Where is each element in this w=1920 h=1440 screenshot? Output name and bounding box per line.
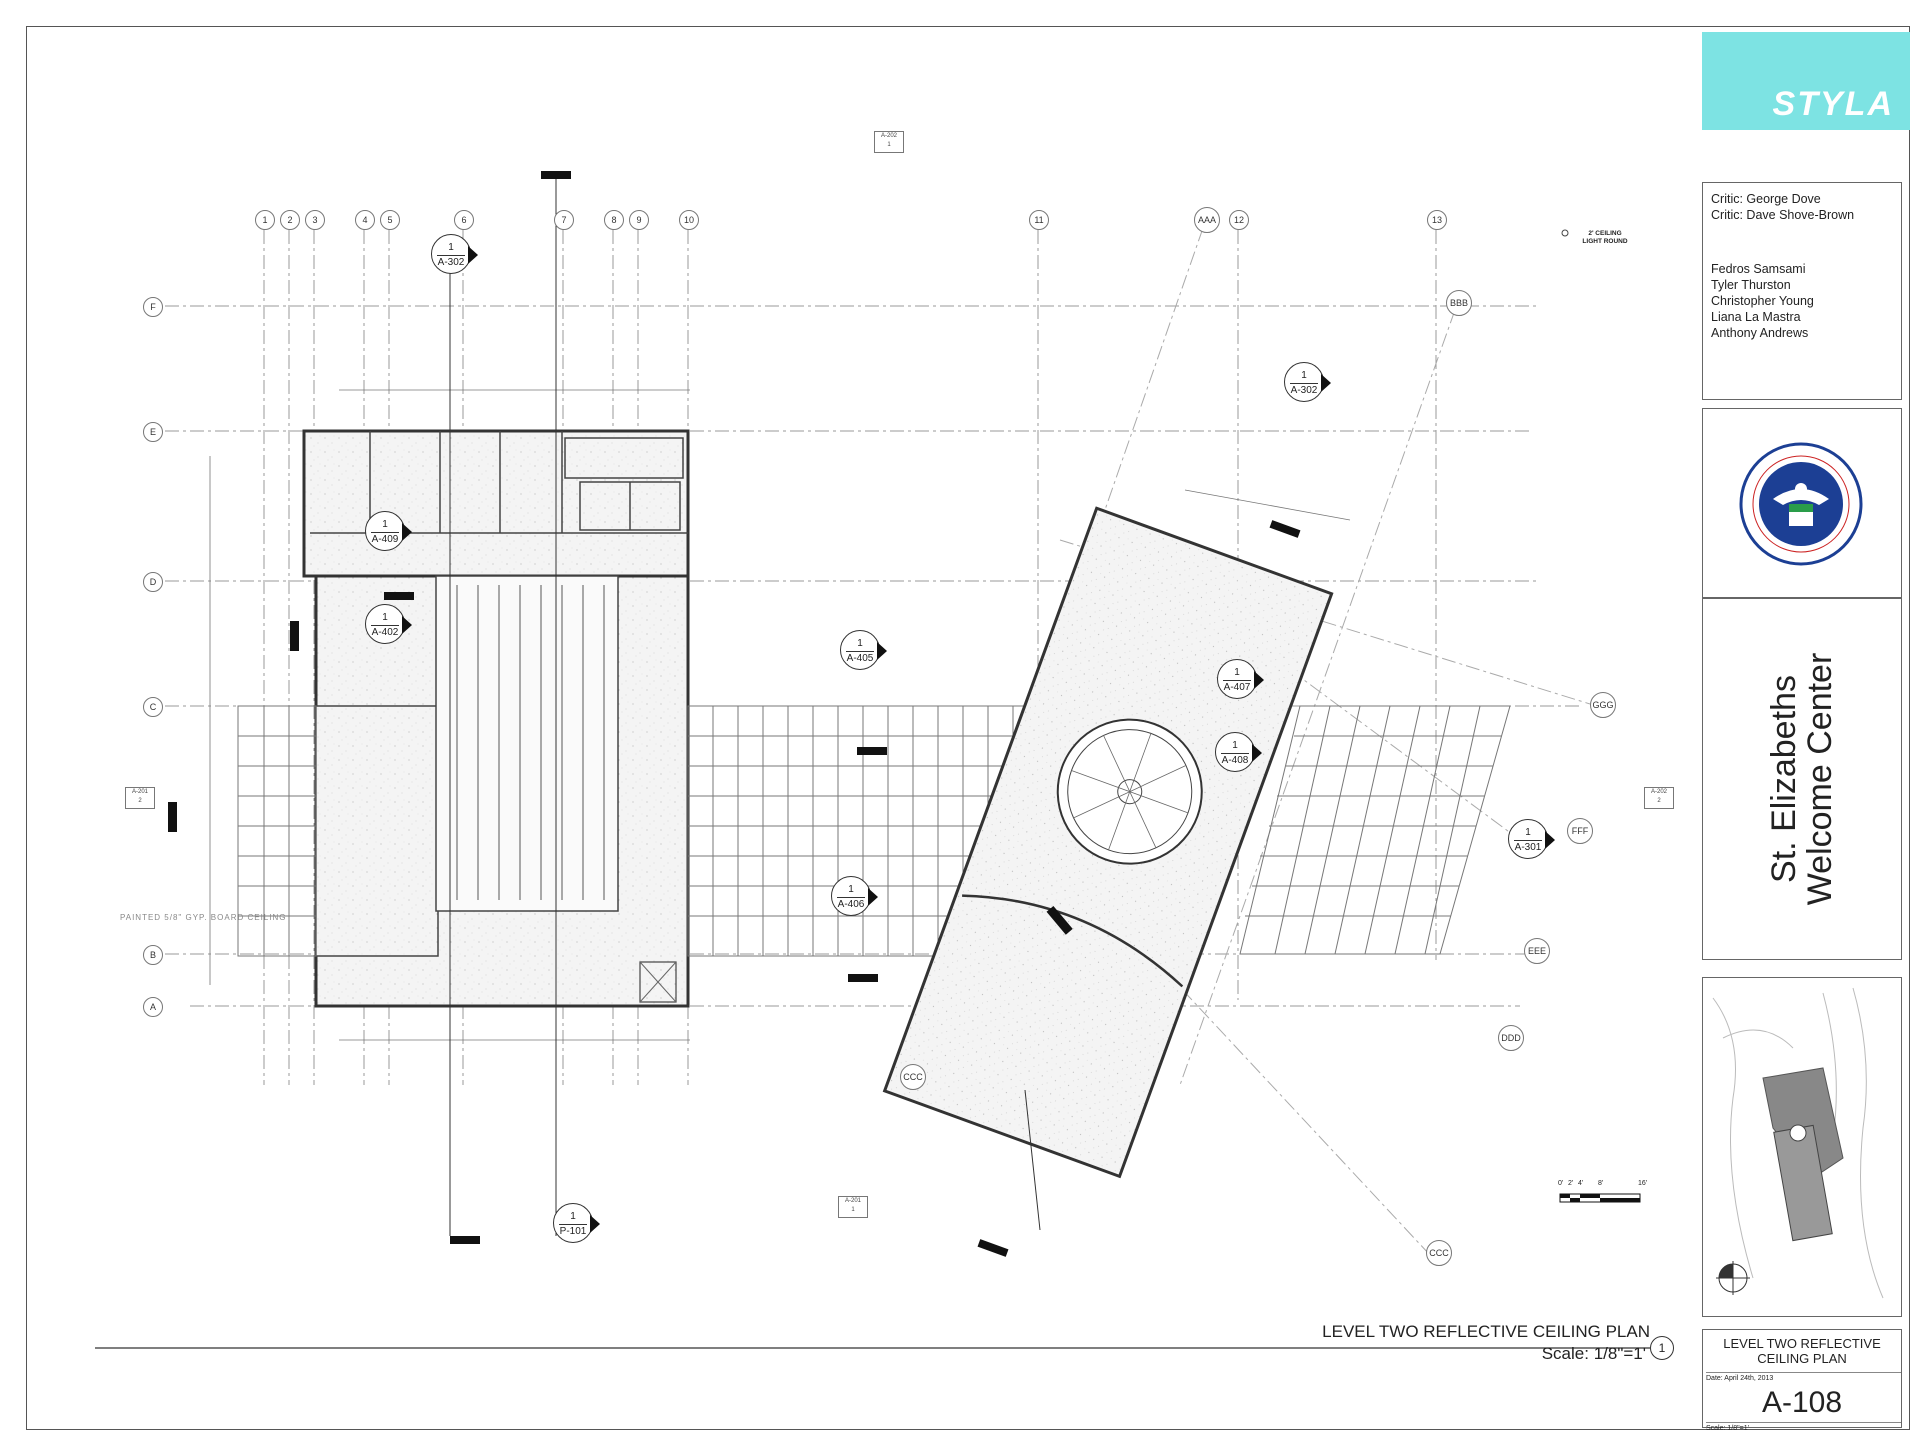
seal-box <box>1702 408 1902 598</box>
grid-column-bubble: 4 <box>355 210 375 230</box>
left-building <box>302 429 690 1008</box>
brand-banner: STYLA <box>1702 32 1910 130</box>
grid-column-bubble: 3 <box>305 210 325 230</box>
project-name-box: St. Elizabeths Welcome Center <box>1702 598 1902 960</box>
plan-number-bubble: 1 <box>1650 1336 1674 1360</box>
grid-column-bubble: 5 <box>380 210 400 230</box>
grid-row-bubble: F <box>143 297 163 317</box>
sheet-number: A-108 <box>1761 1386 1843 1419</box>
team-member: Tyler Thurston <box>1711 278 1791 292</box>
sheet-scale: Scale: 1/8"=1' <box>1706 1422 1901 1432</box>
grid-row-bubble: D <box>143 572 163 592</box>
team-member: Christopher Young <box>1711 294 1814 308</box>
dimension-lines <box>209 389 1351 1041</box>
ceiling-note: PAINTED 5/8" GYP. BOARD CEILING <box>120 913 287 922</box>
grid-column-bubble: 10 <box>679 210 699 230</box>
rotated-grid-bubble: EEE <box>1524 938 1550 964</box>
grid-column-bubble: 13 <box>1427 210 1447 230</box>
title-block: STYLA Critic: George Dove Critic: Dave S… <box>1702 32 1910 1432</box>
team-member: Anthony Andrews <box>1711 326 1809 340</box>
rotated-grid-bubble: CCC <box>900 1064 926 1090</box>
plan-scale: Scale: 1/8"=1' <box>1541 1344 1646 1363</box>
sheet-info-box: LEVEL TWO REFLECTIVE CEILING PLAN Date: … <box>1702 1329 1902 1432</box>
drawing-sheet-border <box>26 26 1910 1430</box>
ceiling-light-icon <box>1561 229 1569 237</box>
left-trellis <box>237 705 317 957</box>
site-plan-box <box>1702 977 1902 1317</box>
plan-title: LEVEL TWO REFLECTIVE CEILING PLAN <box>1322 1322 1650 1341</box>
sheet-date: Date: April 24th, 2013 <box>1706 1372 1901 1382</box>
scale-bar-label: 2' <box>1568 1180 1574 1187</box>
team-member: Fedros Samsami <box>1711 262 1806 276</box>
rotated-grid-bubble: GGG <box>1590 692 1616 718</box>
grid-row-bubble: A <box>143 997 163 1017</box>
grid-column-bubble: 8 <box>604 210 624 230</box>
grid-row-bubble: E <box>143 422 163 442</box>
legend-ceiling-light: 2' CEILING LIGHT ROUND <box>1582 230 1628 245</box>
section-lines <box>449 179 1041 1236</box>
critic-2: Critic: Dave Shove-Brown <box>1711 208 1855 222</box>
grid-column-bubble: 12 <box>1229 210 1249 230</box>
grid-column-bubble: 7 <box>554 210 574 230</box>
rotated-grid-bubble: BBB <box>1446 290 1472 316</box>
rotated-grid-bubble: FFF <box>1567 818 1593 844</box>
site-plan-thumbnail <box>1712 987 1884 1299</box>
credits-box: Critic: George Dove Critic: Dave Shove-B… <box>1702 182 1902 400</box>
team-member: Liana La Mastra <box>1711 310 1801 324</box>
scale-bar-label: 0' <box>1558 1180 1564 1187</box>
scale-bar-label: 4' <box>1578 1180 1584 1187</box>
grid-column-bubble: 11 <box>1029 210 1049 230</box>
grid-row-bubble: B <box>143 945 163 965</box>
dhs-seal-icon <box>1739 442 1863 566</box>
scale-bar-label: 16' <box>1638 1180 1648 1187</box>
grid-column-bubble: 6 <box>454 210 474 230</box>
critic-1: Critic: George Dove <box>1711 192 1821 206</box>
grid-row-bubble: C <box>143 697 163 717</box>
section-cut-marks <box>168 171 1301 1257</box>
grid-column-bubble: 1 <box>255 210 275 230</box>
sheet-title: LEVEL TWO REFLECTIVE CEILING PLAN <box>1723 1336 1881 1366</box>
rotated-grid-bubble: DDD <box>1498 1025 1524 1051</box>
scale-bar-label: 8' <box>1598 1180 1604 1187</box>
graphic-scale-bar <box>1559 1193 1641 1203</box>
rotated-grid-bubble: CCC <box>1426 1240 1452 1266</box>
grid-column-bubble: 2 <box>280 210 300 230</box>
grid-column-bubble: 9 <box>629 210 649 230</box>
project-name: St. Elizabeths Welcome Center <box>1765 652 1839 906</box>
rotated-grid-bubble: AAA <box>1194 207 1220 233</box>
right-trellis <box>1239 705 1511 955</box>
rotated-building <box>882 506 1334 1179</box>
styla-logo: STYLA <box>1772 85 1894 123</box>
